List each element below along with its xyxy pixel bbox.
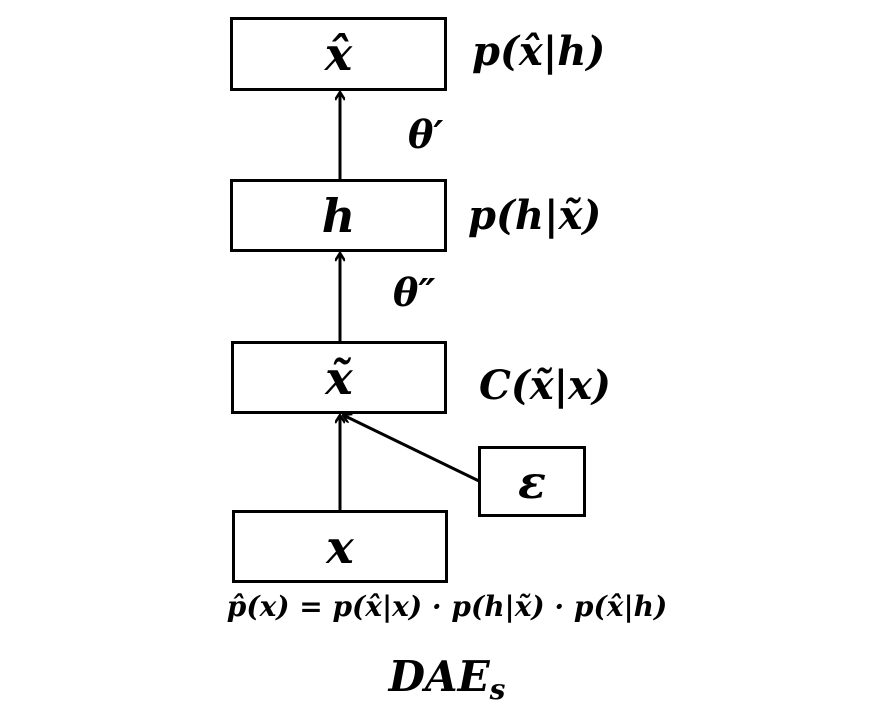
edge-epsilon-to-x-tilde [343,415,480,483]
edge-label-theta-prime: θ′ [408,112,444,157]
diagram-title: DAEs [0,652,894,706]
node-epsilon-label: ε [518,454,546,509]
side-label-x-hat: p(x̂|h) [472,28,606,75]
node-epsilon: ε [478,446,586,517]
side-label-h: p(h|x̃) [468,192,602,239]
node-x-tilde-label: x̃ [325,350,353,405]
node-x-hat-label: x̂ [324,27,353,81]
node-x-hat: x̂ [230,17,447,91]
node-x: x [232,510,448,583]
node-h-label: h [321,188,356,243]
edge-label-theta-double-prime: θ″ [393,270,436,315]
side-label-x-tilde: C(x̃|x) [479,362,611,409]
diagram-title-main: DAE [388,652,490,701]
node-x-tilde: x̃ [231,341,447,414]
node-h: h [230,179,447,252]
diagram-title-subscript: s [489,673,506,706]
joint-probability-formula: p̂(x) = p(x̂|x) · p(h|x̃) · p(x̂|h) [226,590,668,623]
node-x-label: x [326,519,354,574]
